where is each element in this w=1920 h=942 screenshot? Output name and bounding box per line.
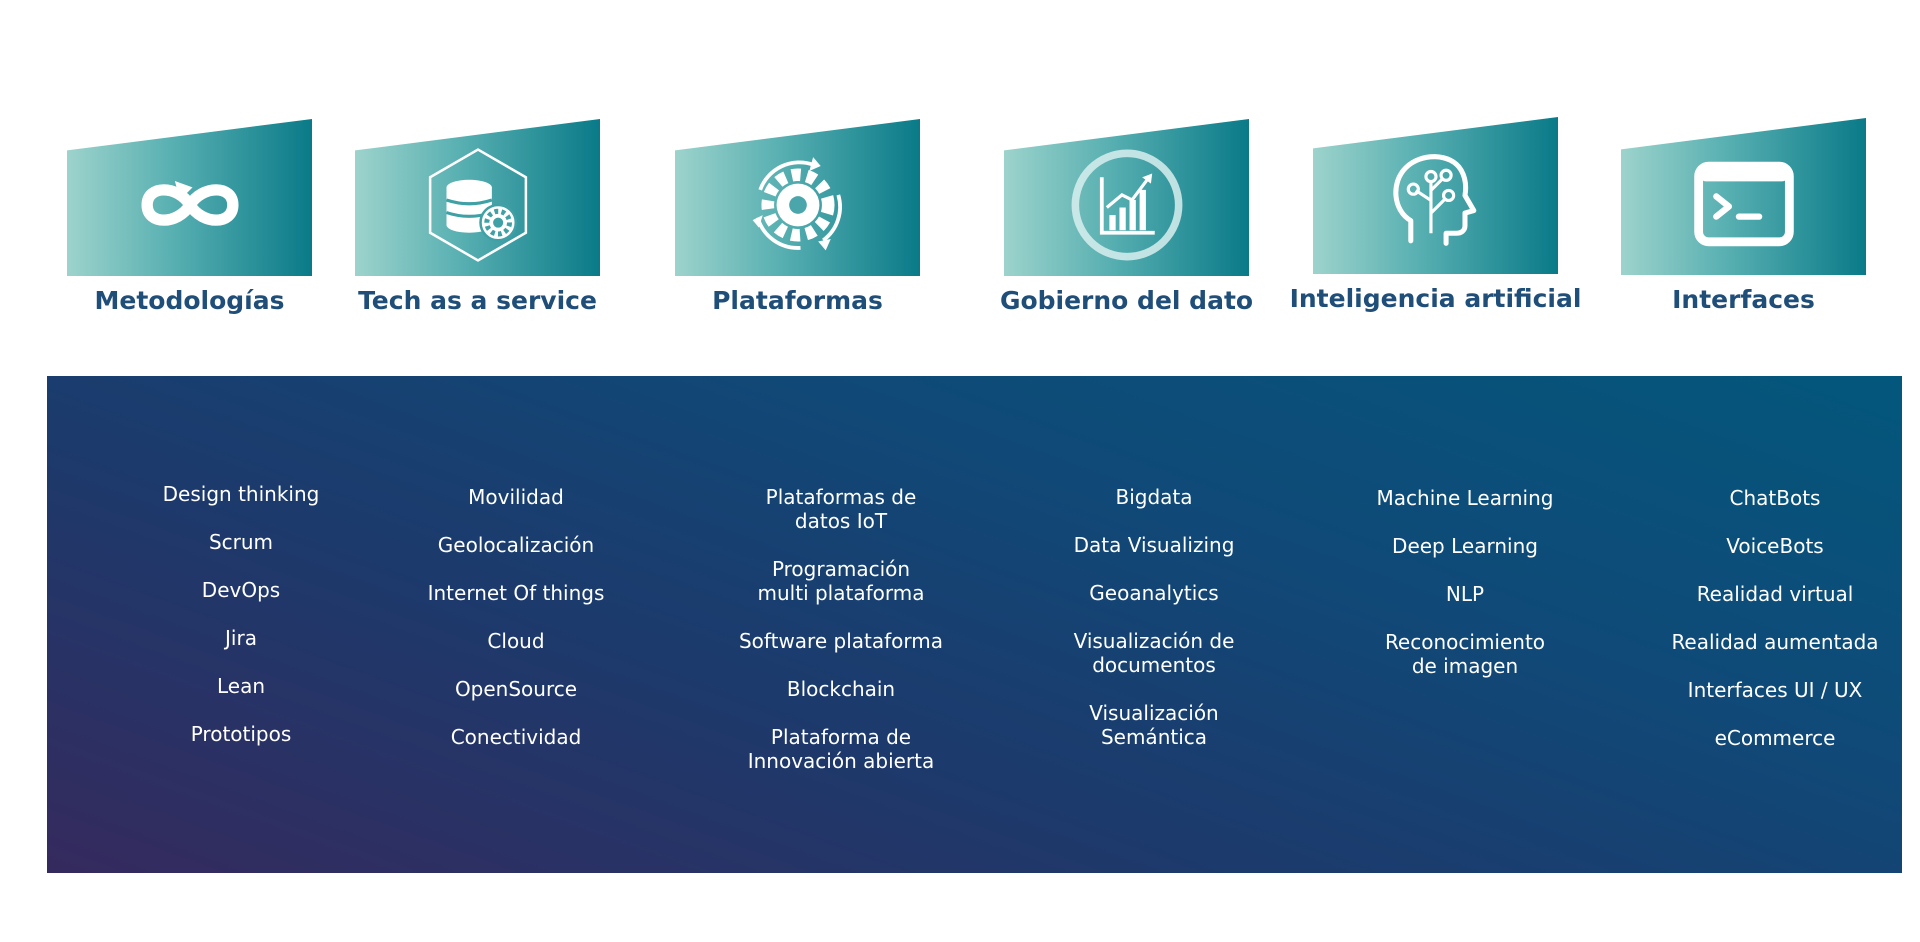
tech-item: Movilidad: [468, 485, 564, 509]
category-banner: [675, 119, 920, 276]
items-column-inteligencia-artificial: Machine Learning Deep Learning NLP Recon…: [1325, 486, 1605, 702]
tech-item: Deep Learning: [1392, 534, 1538, 558]
tech-item: Design thinking: [162, 482, 320, 506]
tech-item: Plataformas de datos IoT: [765, 485, 917, 533]
tech-item: Software plataforma: [738, 629, 943, 653]
category-title: Plataformas: [712, 286, 883, 315]
category-banner: [1313, 117, 1558, 274]
category-card-interfaces: Interfaces: [1621, 118, 1866, 314]
items-column-metodologias: Design thinking Scrum DevOps Jira Lean P…: [101, 482, 381, 770]
tech-item: NLP: [1445, 582, 1485, 606]
items-column-plataformas: Plataformas de datos IoT Programación mu…: [701, 485, 981, 797]
category-title: Gobierno del dato: [999, 286, 1254, 315]
category-title: Metodologías: [94, 286, 285, 315]
tech-item: Prototipos: [190, 722, 292, 746]
tech-item: ChatBots: [1729, 486, 1821, 510]
tech-item: Internet Of things: [427, 581, 605, 605]
tech-item: Realidad aumentada: [1671, 630, 1879, 654]
terminal-window-icon: [1693, 161, 1794, 246]
tech-item: Cloud: [487, 629, 545, 653]
tech-item: Plataforma de Innovación abierta: [747, 725, 935, 773]
category-card-inteligencia-artificial: Inteligencia artificial: [1290, 117, 1581, 313]
category-title: Inteligencia artificial: [1289, 284, 1582, 313]
technology-panel: Design thinking Scrum DevOps Jira Lean P…: [47, 376, 1902, 873]
tech-item: Reconocimiento de imagen: [1384, 630, 1546, 678]
tech-item: Realidad virtual: [1696, 582, 1854, 606]
category-card-plataformas: Plataformas: [675, 119, 920, 315]
items-column-interfaces: ChatBots VoiceBots Realidad virtual Real…: [1635, 486, 1915, 774]
tech-item: Machine Learning: [1376, 486, 1554, 510]
tech-item: eCommerce: [1714, 726, 1836, 750]
category-card-metodologias: Metodologías: [67, 119, 312, 315]
tech-item: Geoanalytics: [1089, 581, 1219, 605]
bar-chart-growth-icon: [1071, 149, 1182, 260]
gear-cycle-icon: [752, 156, 842, 250]
tech-item: Interfaces UI / UX: [1687, 678, 1863, 702]
tech-item: Conectividad: [450, 725, 582, 749]
tech-item: Blockchain: [786, 677, 896, 701]
tech-item: Visualización Semántica: [1089, 701, 1219, 749]
tech-item: OpenSource: [454, 677, 578, 701]
tech-item: Jira: [225, 626, 257, 650]
tech-item: Geolocalización: [437, 533, 595, 557]
tech-item: Bigdata: [1115, 485, 1193, 509]
category-title: Tech as a service: [358, 286, 597, 315]
tech-item: Visualización de documentos: [1073, 629, 1235, 677]
database-gear-hexagon-icon: [428, 147, 527, 262]
tech-item: VoiceBots: [1726, 534, 1824, 558]
items-column-gobierno-del-dato: Bigdata Data Visualizing Geoanalytics Vi…: [1014, 485, 1294, 773]
items-column-tech-as-a-service: Movilidad Geolocalización Internet Of th…: [376, 485, 656, 773]
tech-item: Lean: [216, 674, 266, 698]
ai-head-circuit-icon: [1392, 153, 1476, 246]
tech-item: DevOps: [201, 578, 281, 602]
tech-item: Data Visualizing: [1073, 533, 1235, 557]
tech-item: Programación multi plataforma: [757, 557, 925, 605]
tech-item: Scrum: [208, 530, 274, 554]
category-banner: [1621, 118, 1866, 275]
category-banner: [1004, 119, 1249, 276]
category-card-tech-as-a-service: Tech as a service: [355, 119, 600, 315]
category-banner: [355, 119, 600, 276]
category-card-gobierno-del-dato: Gobierno del dato: [1000, 119, 1253, 315]
category-title: Interfaces: [1672, 285, 1815, 314]
category-banner: [67, 119, 312, 276]
infinity-loop-icon: [140, 180, 239, 226]
